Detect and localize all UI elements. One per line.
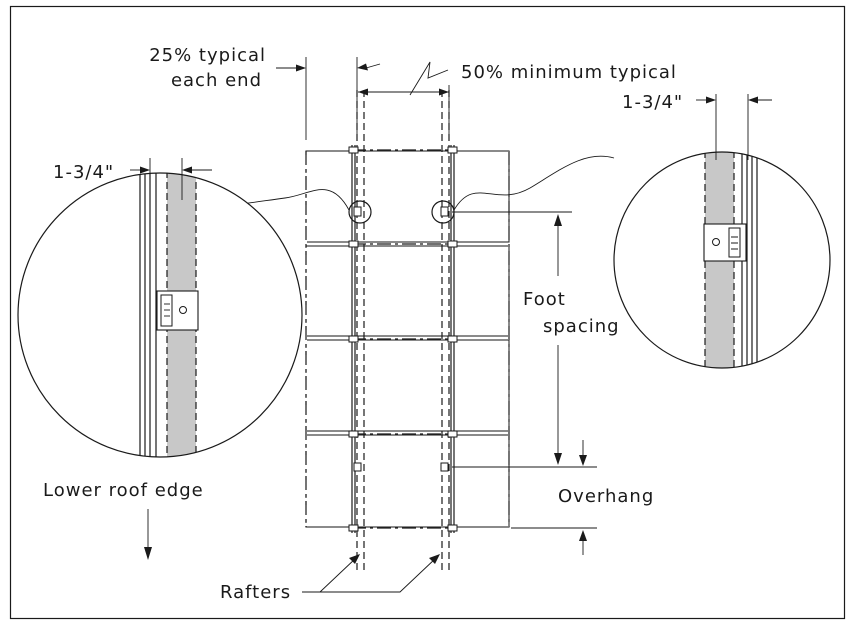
solar-panel [305, 339, 510, 432]
mounting-feet [353, 206, 449, 472]
leader-right [453, 155, 615, 211]
label-each-end: each end [171, 70, 262, 91]
panel-dashed-edges [305, 151, 510, 527]
dim-foot-spacing: Foot spacing [452, 211, 620, 529]
clamp [447, 430, 458, 438]
clamp [447, 524, 458, 532]
clamp [447, 335, 458, 343]
detail-left [17, 172, 303, 458]
dim-50-minimum: 50% minimum typical [358, 61, 677, 140]
drawing-frame [9, 5, 846, 620]
solar-panel [305, 150, 510, 243]
label-25-typical: 25% typical [149, 45, 266, 66]
label-lower-roof-edge: Lower roof edge [43, 480, 204, 501]
foot [440, 462, 449, 472]
label-foot: Foot [523, 289, 566, 310]
clamp [348, 240, 359, 248]
dim-overhang: Overhang [558, 440, 654, 555]
detail-right [613, 151, 831, 369]
clamp [348, 335, 359, 343]
solar-panel [305, 245, 510, 337]
label-dim-left: 1-3/4" [53, 162, 114, 183]
clamp [447, 146, 458, 154]
panel-clamps [348, 146, 458, 532]
dim-right-1-3-4: 1-3/4" [622, 92, 772, 160]
label-spacing: spacing [543, 316, 620, 337]
solar-panels [305, 150, 510, 528]
solar-panel [305, 434, 510, 528]
label-dim-right: 1-3/4" [622, 92, 683, 113]
dim-left-1-3-4: 1-3/4" [53, 158, 212, 200]
foot [353, 462, 362, 472]
clamp [348, 146, 359, 154]
label-overhang: Overhang [558, 486, 654, 507]
clamp [447, 240, 458, 248]
clamp-lines [352, 149, 454, 529]
foot [353, 206, 362, 217]
dim-25-typical: 25% typical each end [149, 45, 381, 140]
lower-roof-edge: Lower roof edge [43, 480, 204, 560]
label-rafters: Rafters [220, 582, 291, 603]
rafters-callout: Rafters [220, 554, 440, 603]
clamp [348, 524, 359, 532]
foot [440, 206, 449, 217]
label-50-minimum: 50% minimum typical [461, 62, 677, 83]
rafters [356, 90, 450, 570]
clamp [348, 430, 359, 438]
detail-callout-left [348, 200, 372, 224]
